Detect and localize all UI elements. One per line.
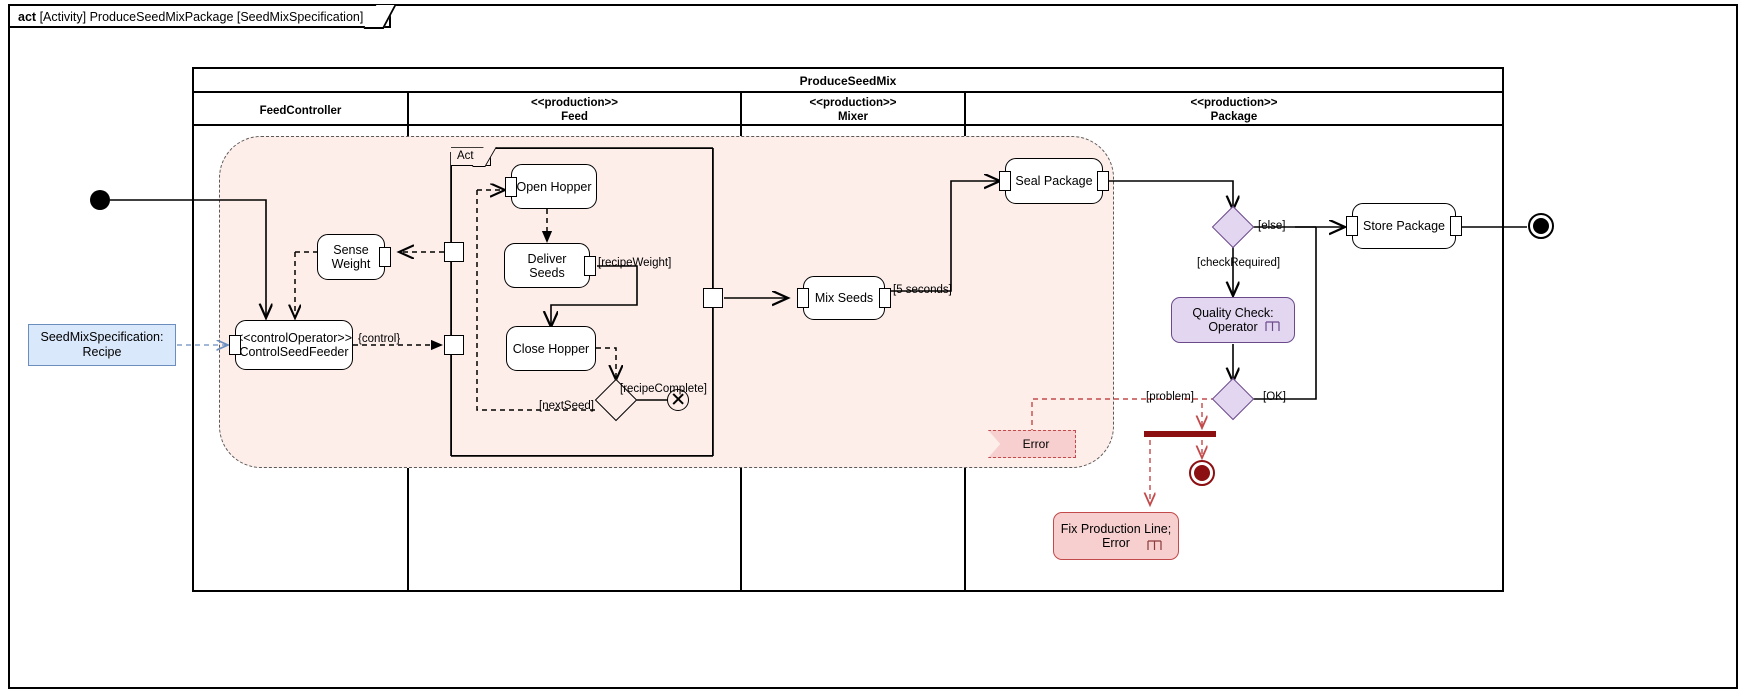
- control-seed-feeder-name: ControlSeedFeeder: [239, 345, 349, 359]
- act-pin-sense-weight: [444, 242, 464, 262]
- fix-production-line2: Error: [1102, 536, 1130, 550]
- input-pin: [1346, 216, 1358, 236]
- accept-event-error[interactable]: Error: [988, 430, 1076, 458]
- frame-keyword: act: [18, 10, 37, 24]
- edge-label-check-required: [checkRequired]: [1197, 257, 1281, 269]
- frame-tab-corner: [363, 5, 397, 29]
- action-store-package[interactable]: Store Package: [1346, 203, 1462, 249]
- diagram-frame-header: act [Activity] ProduceSeedMixPackage [Se…: [10, 5, 397, 29]
- fork-join-bar: [1144, 431, 1216, 437]
- output-pin: [1450, 216, 1462, 236]
- input-pin: [797, 288, 809, 308]
- output-pin: [1097, 171, 1109, 191]
- output-pin: [879, 288, 891, 308]
- edge-label-recipe-complete: [recipeComplete]: [620, 383, 707, 395]
- swimlane-header-package: <<production>> Package: [966, 93, 1502, 126]
- swimlane-header-mixer: <<production>> Mixer: [742, 93, 964, 126]
- action-mix-seeds[interactable]: Mix Seeds: [797, 276, 891, 320]
- action-label: Store Package: [1363, 219, 1445, 233]
- edge-label-problem: [problem]: [1146, 391, 1194, 403]
- action-label: Quality Check: Operator: [1192, 306, 1273, 334]
- sense-weight-line1: Sense: [333, 243, 369, 257]
- edge-label-ok: [OK]: [1263, 391, 1287, 403]
- quality-check-line2: Operator: [1208, 320, 1258, 334]
- fix-production-line1: Fix Production Line;: [1060, 522, 1172, 536]
- swimlane-label: Feed: [561, 111, 588, 123]
- call-behavior-rake-icon: [1147, 540, 1162, 550]
- object-node-seedmixspecification[interactable]: SeedMixSpecification: Recipe: [28, 324, 176, 366]
- action-label: Sense Weight: [332, 243, 371, 271]
- act-pin-control: [444, 335, 464, 355]
- edge-label-recipe-weight: [recipeWeight]: [598, 257, 672, 269]
- action-deliver-seeds[interactable]: Deliver Seeds: [504, 243, 596, 288]
- action-sense-weight[interactable]: Sense Weight: [317, 234, 391, 280]
- action-close-hopper[interactable]: Close Hopper: [506, 326, 596, 371]
- quality-check-line1: Quality Check:: [1192, 306, 1274, 320]
- edge-label-five-seconds: [5 seconds]: [893, 284, 952, 296]
- output-pin: [584, 255, 596, 276]
- structured-activity-label: Act: [451, 148, 491, 166]
- action-control-seed-feeder[interactable]: <<controlOperator>> ControlSeedFeeder: [229, 320, 353, 370]
- activity-final-icon: [1528, 213, 1554, 239]
- swimlane-label: FeedController: [259, 105, 342, 117]
- swimlane-stereotype: <<production>>: [809, 97, 897, 109]
- action-label: Open Hopper: [516, 179, 592, 194]
- action-label: Mix Seeds: [814, 291, 874, 305]
- object-node-line1: SeedMixSpecification:: [40, 330, 164, 344]
- act-pin-output: [703, 288, 723, 308]
- action-label: Fix Production Line; Error: [1061, 522, 1171, 550]
- swimlane-label: Package: [1210, 111, 1258, 123]
- action-quality-check[interactable]: Quality Check: Operator: [1171, 297, 1295, 343]
- input-pin: [999, 171, 1011, 191]
- input-pin: [229, 335, 241, 355]
- action-label: <<controlOperator>> ControlSeedFeeder: [236, 331, 352, 359]
- action-label: Deliver Seeds: [527, 251, 567, 280]
- initial-node-icon: [90, 190, 110, 210]
- action-fix-production-line[interactable]: Fix Production Line; Error: [1053, 512, 1179, 560]
- partition-title: ProduceSeedMix: [194, 69, 1502, 93]
- input-pin: [505, 176, 517, 197]
- swimlane-package: <<production>> Package: [966, 93, 1502, 592]
- swimlane-label: Mixer: [837, 111, 869, 123]
- action-seal-package[interactable]: Seal Package: [999, 158, 1109, 204]
- accept-event-shape: [988, 430, 1076, 458]
- action-label: Close Hopper: [512, 341, 590, 356]
- call-behavior-rake-icon: [1265, 321, 1280, 331]
- edge-label-next-seed: [nextSeed]: [539, 400, 594, 412]
- activity-final-icon-error: [1189, 460, 1215, 486]
- swimlane-header-feed: <<production>> Feed: [409, 93, 740, 126]
- control-seed-feeder-stereotype: <<controlOperator>>: [235, 331, 353, 345]
- object-node-label: SeedMixSpecification: Recipe: [41, 330, 164, 360]
- accept-event-label: Error: [1022, 437, 1050, 451]
- action-label: Seal Package: [1015, 174, 1093, 188]
- object-node-line2: Recipe: [82, 345, 122, 359]
- swimlane-header-feedcontroller: FeedController: [194, 93, 407, 126]
- sense-weight-line2: Weight: [331, 257, 371, 271]
- output-pin: [379, 247, 391, 267]
- swimlane-stereotype: <<production>>: [1190, 97, 1278, 109]
- swimlane-stereotype: <<production>>: [531, 97, 618, 109]
- edge-label-control: {control}: [358, 333, 401, 345]
- action-open-hopper[interactable]: Open Hopper: [505, 164, 597, 209]
- edge-label-else: [else]: [1258, 220, 1286, 232]
- frame-title: [Activity] ProduceSeedMixPackage [SeedMi…: [39, 10, 364, 24]
